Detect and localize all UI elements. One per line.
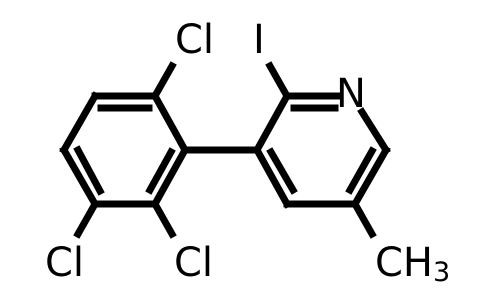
bond-bottom-left-chlorine bbox=[73, 199, 100, 239]
bond-aryl-2 bbox=[59, 91, 100, 155]
bond-bottom-right-chlorine bbox=[150, 199, 177, 239]
atom-label-iodine: I bbox=[253, 17, 265, 63]
bond-aryl-double-2 bbox=[73, 145, 105, 196]
methyl-main-text: CH bbox=[375, 240, 433, 286]
atom-label-chlorine-bottom-right: Cl bbox=[174, 240, 213, 286]
atom-label-chlorine-bottom-left: Cl bbox=[45, 240, 84, 286]
bond-iodine bbox=[265, 61, 292, 101]
bond-pyridine-3 bbox=[357, 107, 391, 155]
atom-label-chlorine-top: Cl bbox=[175, 17, 214, 63]
methyl-subscript: 3 bbox=[433, 257, 450, 288]
bond-aryl-5 bbox=[150, 145, 190, 209]
atom-label-nitrogen: N bbox=[336, 71, 366, 117]
atom-label-methyl: CH3 bbox=[375, 240, 450, 288]
bond-pyridine-1 bbox=[252, 91, 292, 155]
bond-aryl-6 bbox=[150, 91, 190, 155]
bond-pyridine-double-3 bbox=[266, 147, 298, 195]
bond-pyridine-6 bbox=[252, 145, 292, 209]
bond-methyl bbox=[350, 199, 377, 239]
bond-aryl-double-3 bbox=[145, 147, 176, 195]
bond-pyridine-double-2 bbox=[345, 146, 377, 195]
bond-aryl-3 bbox=[59, 145, 100, 209]
bond-top-chlorine bbox=[150, 61, 177, 101]
bond-pyridine-4 bbox=[350, 145, 391, 209]
